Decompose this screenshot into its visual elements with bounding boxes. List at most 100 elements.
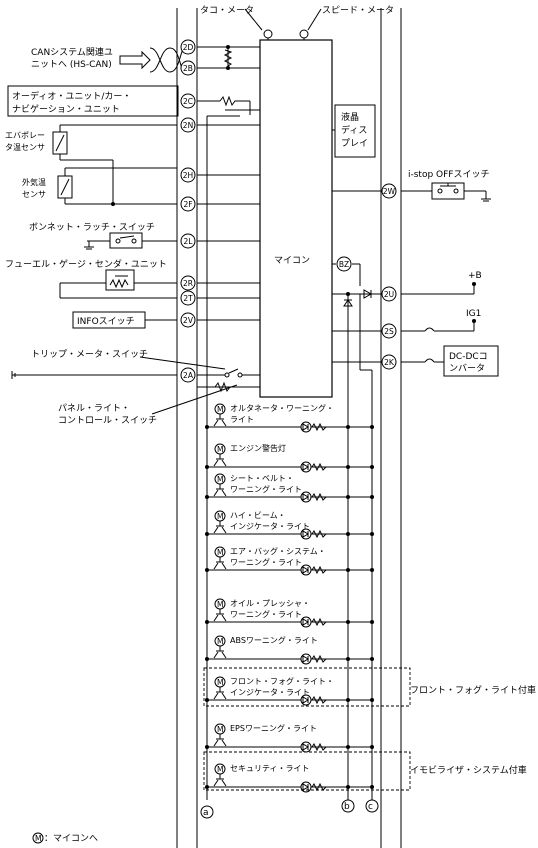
speed-meter: スピード・メータ <box>299 5 394 40</box>
svg-text:ナビゲーション・ユニット: ナビゲーション・ユニット <box>12 103 120 115</box>
pin-2r: 2R <box>180 275 196 291</box>
svg-text:2S: 2S <box>384 327 394 336</box>
dcdc-converter: DC-DCコ ンバータ <box>332 345 499 377</box>
svg-text:CANシステム関連ユ: CANシステム関連ユ <box>31 46 113 58</box>
svg-text:2C: 2C <box>183 97 193 106</box>
svg-text:タ温センサ: タ温センサ <box>5 143 45 152</box>
svg-text:エンジン警告灯: エンジン警告灯 <box>230 443 286 453</box>
pin-2t: 2T <box>180 290 196 306</box>
pin-2f: 2F <box>180 196 196 212</box>
pin-2k: 2K <box>381 354 397 370</box>
svg-text:プレイ: プレイ <box>341 138 368 149</box>
svg-text:M: M <box>217 678 223 687</box>
svg-text:インジケータ・ライト: インジケータ・ライト <box>230 522 310 531</box>
svg-text:2H: 2H <box>183 171 193 180</box>
svg-text:M: M <box>217 637 223 646</box>
outside-temp-sensor: 外気温 センサ <box>22 167 260 206</box>
lamp-abs: M ABSワーニング・ライト <box>205 635 374 665</box>
lamp-alternator: M オルタネータ・ワーニング・ライト <box>205 403 374 433</box>
can-connection: CANシステム関連ユ ニットへ (HS-CAN) <box>31 45 260 73</box>
pin-bz: BZ <box>336 256 352 272</box>
svg-text:M: M <box>217 512 223 521</box>
svg-text:2A: 2A <box>183 371 194 380</box>
svg-text:トリップ・メータ・スイッチ: トリップ・メータ・スイッチ <box>31 349 148 360</box>
svg-text:セキュリティ・ライト: セキュリティ・ライト <box>230 764 310 773</box>
svg-text:M: M <box>217 475 223 484</box>
terminal-a: a <box>200 805 214 819</box>
micon-label: マイコン <box>274 256 310 266</box>
terminal-b: b <box>341 799 355 813</box>
buzzer-and-plusb: +B <box>332 263 482 340</box>
pin-2w: 2W <box>381 183 397 199</box>
svg-text:2V: 2V <box>183 316 194 325</box>
svg-text:2D: 2D <box>183 43 194 52</box>
svg-text:2L: 2L <box>184 237 194 246</box>
svg-text:2F: 2F <box>183 200 192 209</box>
svg-text:センサ: センサ <box>22 190 46 199</box>
svg-text:M: M <box>217 765 223 774</box>
lcd-display: 液晶 ディス プレイ <box>332 104 376 158</box>
immobi-option-note: イモビライザ・システム付車 <box>410 764 527 776</box>
svg-text:c: c <box>368 802 373 812</box>
istop-off-switch: i-stop OFFスイッチ <box>332 169 491 202</box>
svg-text:M: M <box>217 725 223 734</box>
svg-text:タコ・メータ: タコ・メータ <box>200 5 254 16</box>
svg-text:DC-DCコ: DC-DCコ <box>449 352 488 362</box>
svg-text:b: b <box>344 802 350 812</box>
svg-text:オルタネータ・ワーニング・: オルタネータ・ワーニング・ <box>230 403 334 413</box>
pin-2s: 2S <box>381 323 397 339</box>
svg-text:フューエル・ゲージ・センダ・ユニット: フューエル・ゲージ・センダ・ユニット <box>5 258 167 270</box>
svg-text:ンバータ: ンバータ <box>449 363 485 374</box>
svg-text:エバポレー: エバポレー <box>5 131 45 140</box>
svg-text:2N: 2N <box>183 121 193 130</box>
svg-text:INFOスイッチ: INFOスイッチ <box>77 316 135 327</box>
svg-text:2T: 2T <box>183 294 193 303</box>
svg-text:シート・ベルト・: シート・ベルト・ <box>230 474 294 483</box>
svg-text:ABSワーニング・ライト: ABSワーニング・ライト <box>230 635 318 645</box>
svg-text:ワーニング・ライト: ワーニング・ライト <box>230 484 302 494</box>
svg-text:スピード・メータ: スピード・メータ <box>322 5 394 16</box>
terminal-c: c <box>365 799 379 813</box>
pin-2u: 2U <box>381 286 397 302</box>
svg-text:エア・バッグ・システム・: エア・バッグ・システム・ <box>230 546 326 556</box>
ig1-line: IG1 <box>332 309 481 332</box>
svg-text:2W: 2W <box>383 187 396 196</box>
pin-2b: 2B <box>180 60 196 76</box>
pin-2c: 2C <box>180 93 196 109</box>
evaporator-sensor: エバポレー タ温センサ <box>5 124 260 192</box>
svg-text:i-stop OFFスイッチ: i-stop OFFスイッチ <box>408 169 489 180</box>
svg-text:IG1: IG1 <box>466 309 481 319</box>
svg-text:2R: 2R <box>183 279 193 288</box>
svg-text:M: M <box>217 405 223 414</box>
svg-text:ニットへ (HS-CAN): ニットへ (HS-CAN) <box>31 60 112 70</box>
lamp-eps: M EPSワーニング・ライト <box>205 723 374 753</box>
audio-navi-unit: オーディオ・ユニット/カー・ ナビゲーション・ユニット <box>7 85 260 800</box>
bus-lines <box>347 294 373 800</box>
svg-text:オイル・プレッシャ・: オイル・プレッシャ・ <box>230 599 310 608</box>
svg-text:EPSワーニング・ライト: EPSワーニング・ライト <box>230 723 317 733</box>
svg-text:M: M <box>217 600 223 609</box>
svg-text:+B: +B <box>468 271 482 281</box>
svg-text:液晶: 液晶 <box>341 111 359 123</box>
trip-meter-switch: トリップ・メータ・スイッチ <box>11 349 260 379</box>
svg-text:ディス: ディス <box>341 124 367 136</box>
pin-2v: 2V <box>180 312 196 328</box>
svg-text:ライト: ライト <box>230 415 254 424</box>
panel-light-switch: パネル・ライト・ コントロール・スイッチ <box>58 381 260 426</box>
pin-2n: 2N <box>180 117 196 133</box>
cluster-frame <box>176 8 402 848</box>
pin-2l: 2L <box>180 233 196 249</box>
fog-option-box <box>203 667 411 707</box>
lamp-security: M セキュリティ・ライト <box>205 763 374 793</box>
svg-text:BZ: BZ <box>339 260 349 269</box>
lamp-seatbelt: M シート・ベルト・ワーニング・ライト <box>205 473 374 503</box>
svg-text:外気温: 外気温 <box>22 177 46 187</box>
fuel-sender-unit: フューエル・ゲージ・センダ・ユニット <box>5 258 260 299</box>
pin-2a: 2A <box>180 367 196 383</box>
